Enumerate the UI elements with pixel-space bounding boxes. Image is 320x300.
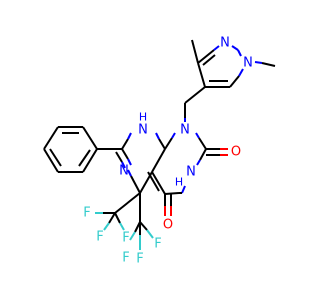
atom-n-pyrazole-1: N <box>243 56 253 71</box>
atom-o-c4: O <box>163 218 173 233</box>
atom-f-2: F <box>96 230 103 245</box>
atom-o-c2: O <box>231 145 241 160</box>
molecule-structure-diagram: N N H N N O N H N O F F F F F F <box>43 36 276 267</box>
atom-n6: N <box>119 164 129 179</box>
bond-methyl-n1-c <box>261 62 276 67</box>
atom-n3: N <box>186 165 196 180</box>
atom-f-1: F <box>83 206 90 221</box>
bond-ch2-pyrazole <box>184 86 206 104</box>
atom-f-5: F <box>122 251 129 266</box>
atom-n8: N <box>138 123 148 138</box>
atom-f-4: F <box>154 237 161 252</box>
bond-methyl-c3 <box>191 39 199 64</box>
atom-h-n3: H <box>175 176 183 189</box>
bond-methyl-n1 <box>254 61 263 64</box>
atom-h-n8: H <box>139 111 147 124</box>
atom-f-3: F <box>122 231 129 246</box>
atom-n1: N <box>180 123 190 138</box>
cf3-right <box>129 221 154 250</box>
atom-f-6: F <box>136 252 143 267</box>
phenyl-ring <box>43 126 98 173</box>
pyrazole-ring <box>197 45 244 88</box>
cf3-left <box>95 212 125 231</box>
bond-c5-cf3-left <box>114 192 141 214</box>
atom-n-pyrazole-2: N <box>220 36 230 51</box>
pyrimidinedione-ring <box>147 132 207 195</box>
